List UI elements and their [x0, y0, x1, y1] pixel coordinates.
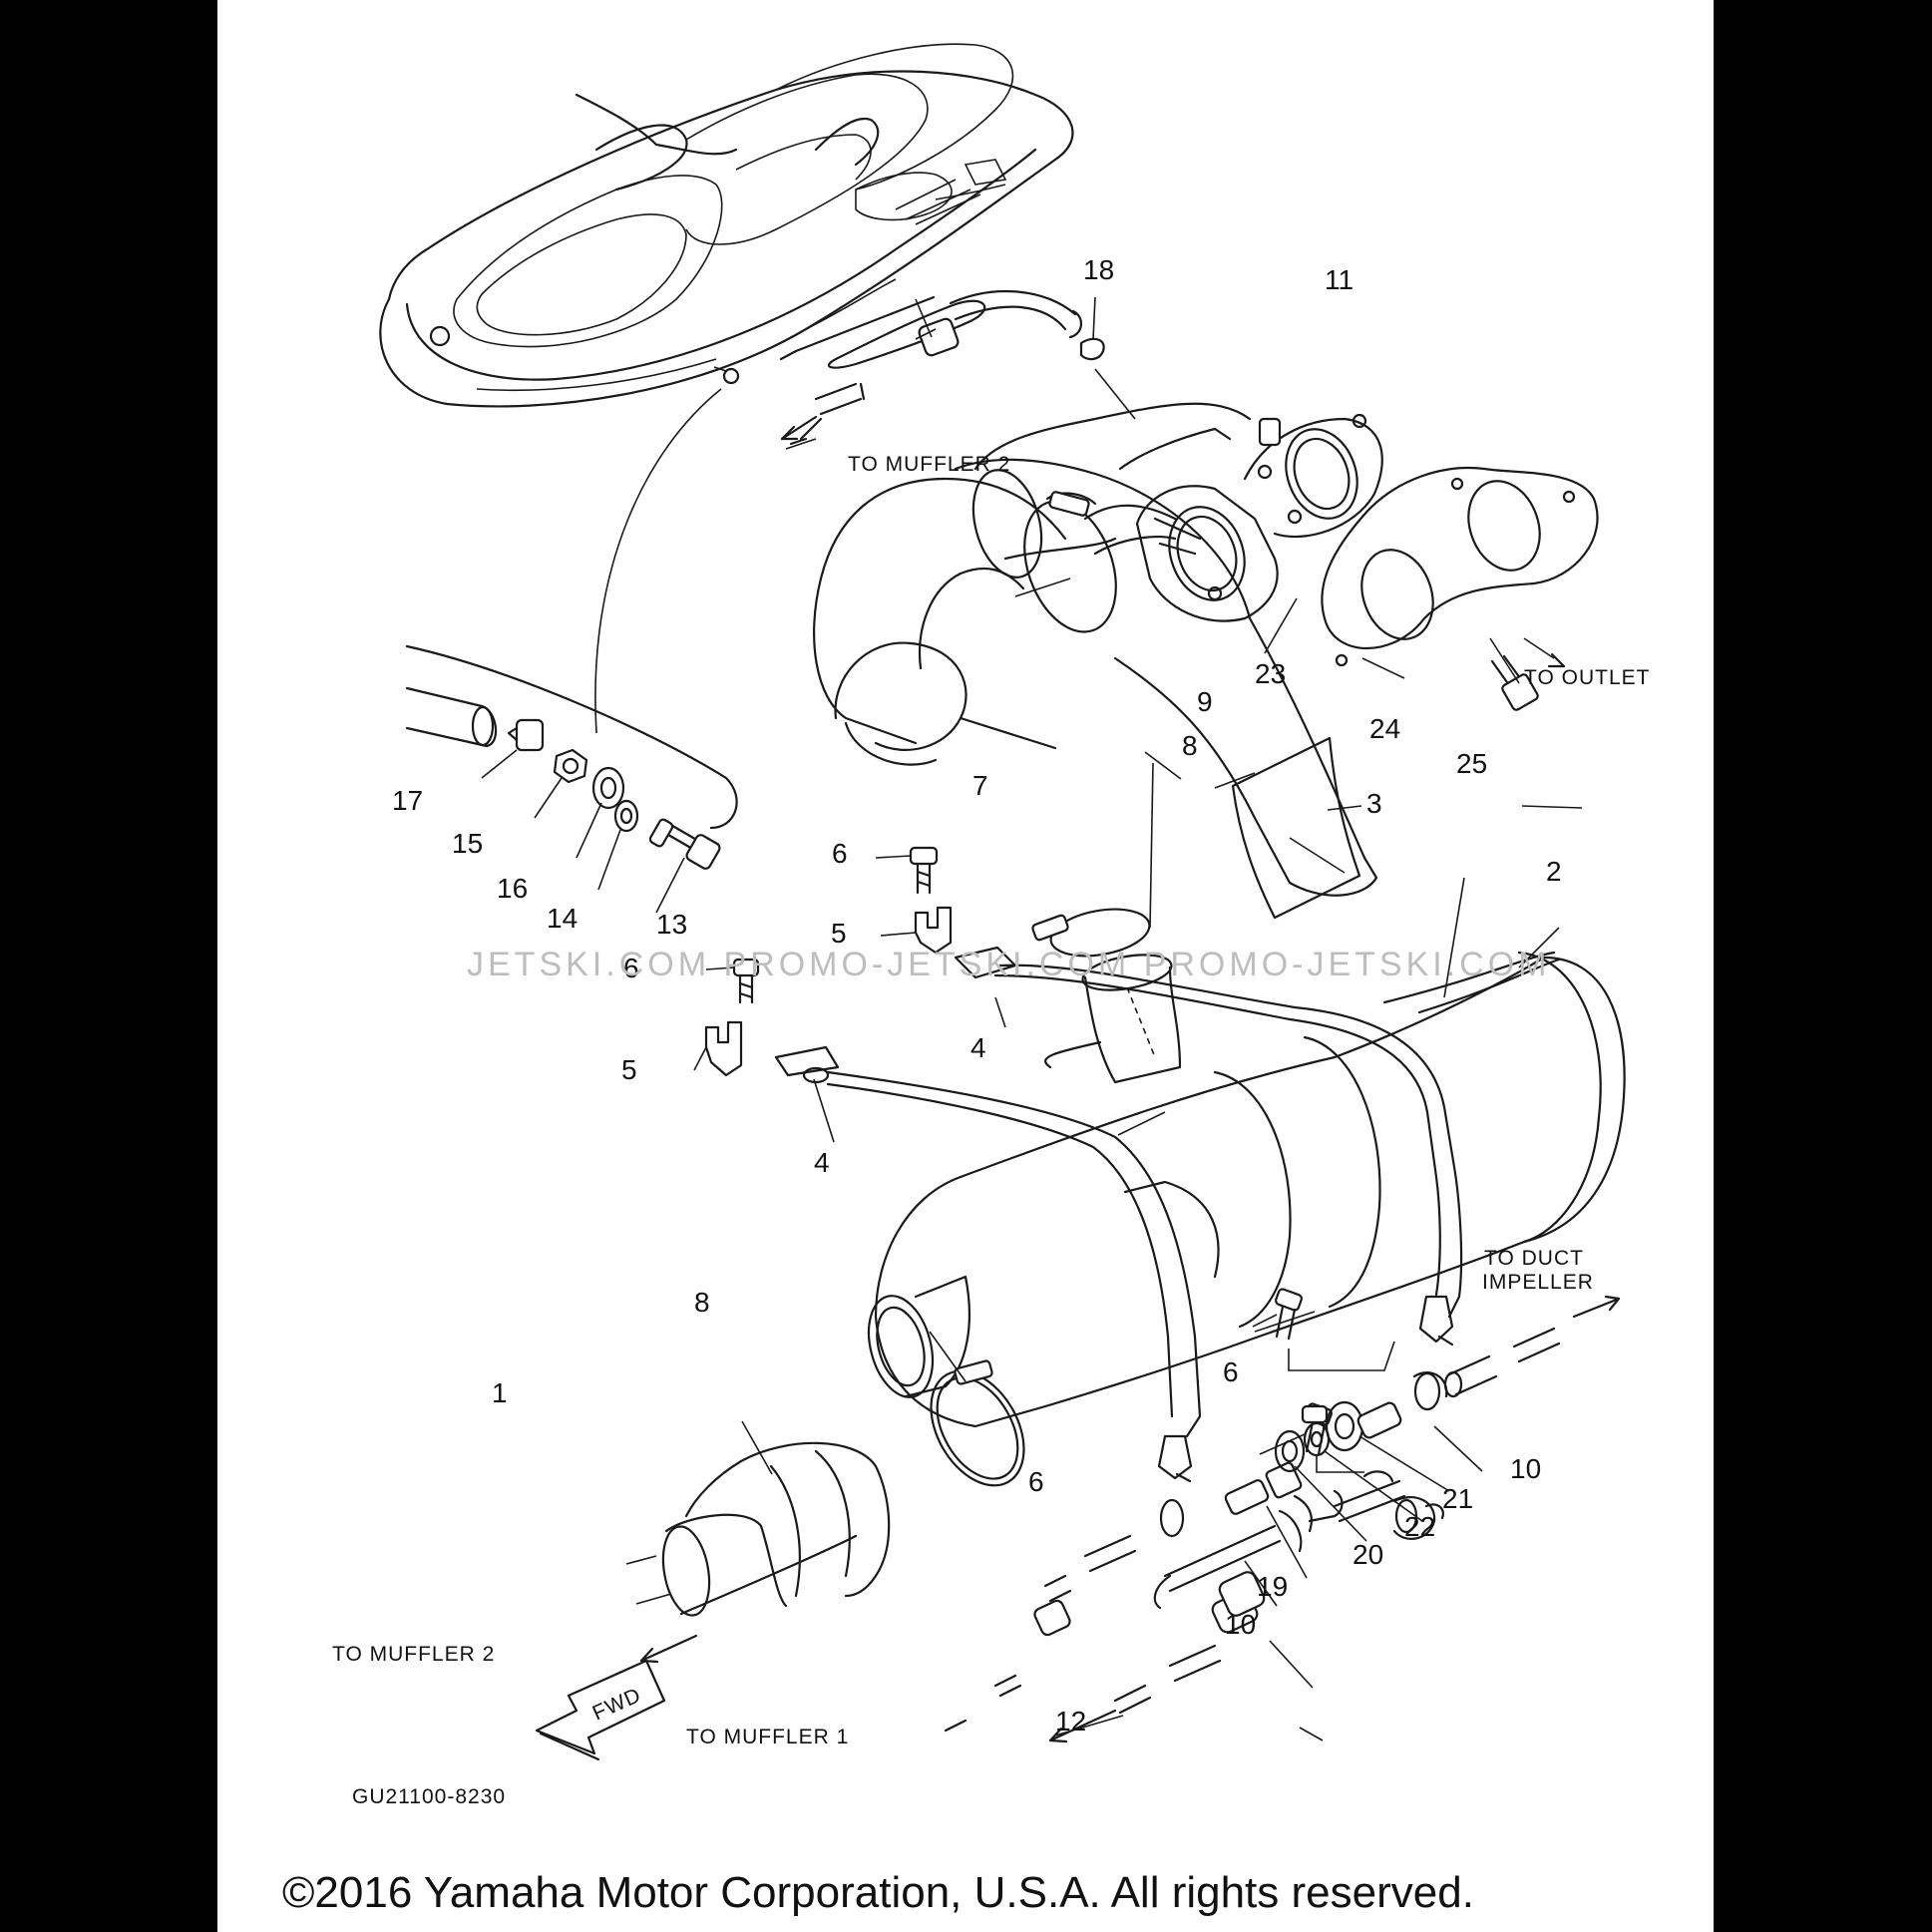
hose-clamp-8-top: [1031, 908, 1151, 958]
callout-7: 7: [972, 770, 988, 801]
arrow-to-muffler-1: [1048, 1709, 1117, 1742]
exhaust-manifold: [971, 402, 1383, 622]
callout-19: 19: [1257, 1571, 1288, 1602]
heat-pad-3: [1231, 736, 1362, 920]
callout-3: 3: [1366, 788, 1382, 819]
callout-5-mid: 5: [621, 1054, 637, 1085]
callout-10-left: 10: [1225, 1609, 1256, 1640]
lower-water-hose: [944, 1470, 1406, 1741]
bolt-25: [1490, 654, 1539, 711]
callout-13: 13: [656, 909, 687, 940]
note-to-muffler-1: TO MUFFLER 1: [686, 1726, 849, 1748]
callout-11: 11: [1325, 264, 1353, 295]
strap-4-lower: [774, 1045, 1202, 1438]
washer-16: [591, 766, 625, 810]
callout-5-top: 5: [831, 918, 847, 949]
fitting-19: [1224, 1461, 1303, 1515]
callout-6-low: 6: [1028, 1466, 1044, 1497]
copyright-notice: ©2016 Yamaha Motor Corporation, U.S.A. A…: [282, 1868, 1474, 1917]
callout-17: 17: [392, 785, 423, 816]
note-to-outlet: TO OUTLET: [1524, 666, 1650, 689]
exhaust-pipe-7: [813, 458, 1378, 897]
fitting-12: [1113, 1571, 1266, 1715]
callout-22: 22: [1404, 1511, 1435, 1542]
callout-1: 1: [492, 1377, 508, 1408]
joint-pipe-1: [625, 1441, 891, 1617]
hose-clamp-8-bottom: [930, 1359, 1025, 1487]
outlet-fitting-assembly: [405, 644, 738, 870]
fitting-21: [1325, 1400, 1402, 1452]
watercraft-illustration: [379, 43, 1074, 408]
diagram-sheet: FWD 1 2 3 4 4 5 5 6 6 6 6 7 8 8 9 10 10 …: [217, 0, 1714, 1932]
callout-23: 23: [1255, 658, 1286, 689]
callout-4-upper: 4: [970, 1032, 986, 1063]
leader-craft: [594, 388, 722, 734]
arrow-to-outlet: [1523, 637, 1555, 659]
callout-8-top: 8: [1182, 730, 1198, 761]
callout-6-top: 6: [832, 838, 848, 869]
callout-9: 9: [1197, 686, 1213, 717]
arrow-to-muffler-2-top: [780, 415, 818, 441]
callout-8-bottom: 8: [694, 1287, 710, 1318]
muffler-body-2: [867, 877, 1626, 1428]
hose-clamp-10-right: [1412, 1370, 1448, 1411]
note-to-muffler-2-top: TO MUFFLER 2: [848, 453, 1010, 476]
leader-lines: [481, 296, 1583, 1689]
bolt-6-right: [1275, 1288, 1395, 1371]
clip-5-mid: [704, 1020, 743, 1077]
strap-4-upper: [954, 946, 1463, 1319]
note-to-duct: TO DUCT: [1484, 1247, 1584, 1270]
duct-hose-end: [1443, 1327, 1561, 1398]
watermark: JETSKI.COM PROMO-JETSKI.COM PROMO-JETSKI…: [467, 946, 1550, 983]
exhaust-parts-diagram: FWD 1 2 3 4 4 5 5 6 6 6 6 7 8 8 9 10 10 …: [282, 43, 1650, 1917]
arrow-to-duct: [1572, 1297, 1621, 1319]
callout-14: 14: [547, 903, 578, 934]
callout-20: 20: [1352, 1539, 1383, 1570]
washer-14: [613, 799, 639, 833]
bolt-6-top: [909, 846, 939, 895]
callout-numbers: 1 2 3 4 4 5 5 6 6 6 6 7 8 8 9 10 10 11 1…: [392, 254, 1562, 1737]
callout-16: 16: [497, 873, 528, 904]
arrow-to-muffler-2-bottom: [639, 1634, 698, 1663]
strap-bracket-right: [1418, 1295, 1454, 1347]
callout-25: 25: [1456, 748, 1487, 779]
note-to-muffler-2-bottom: TO MUFFLER 2: [332, 1643, 495, 1666]
fwd-arrow: FWD: [535, 1659, 666, 1761]
fitting-17: [507, 718, 545, 752]
callout-4-lower: 4: [814, 1147, 830, 1178]
direction-notes: TO MUFFLER 2 TO OUTLET TO DUCT IMPELLER …: [332, 453, 1650, 1808]
callout-2: 2: [1546, 856, 1562, 887]
fitting-13: [648, 818, 721, 870]
callout-10-right: 10: [1510, 1453, 1541, 1484]
bolt-6-bottom: [1301, 1404, 1329, 1424]
clip-5-top: [914, 906, 953, 955]
callout-21: 21: [1442, 1483, 1473, 1514]
callout-18: 18: [1083, 254, 1114, 285]
gasket-24: [1321, 467, 1599, 667]
note-impeller: IMPELLER: [1482, 1271, 1594, 1294]
hose-clamp-9: [1014, 491, 1117, 633]
part-code: GU21100-8230: [352, 1785, 506, 1808]
callout-6-right: 6: [1223, 1356, 1239, 1387]
upper-water-hose: [779, 289, 1136, 450]
nut-15: [553, 748, 588, 784]
callout-15: 15: [452, 828, 483, 859]
fwd-text: FWD: [589, 1684, 645, 1726]
strap-bracket-left: [1157, 1434, 1193, 1483]
callout-12: 12: [1055, 1706, 1086, 1737]
callout-24: 24: [1369, 713, 1400, 744]
callout-6-mid: 6: [623, 953, 639, 983]
